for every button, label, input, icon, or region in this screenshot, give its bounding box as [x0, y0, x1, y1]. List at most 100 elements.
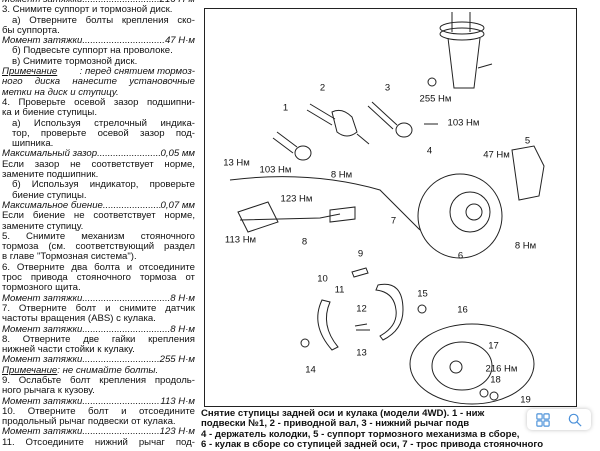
torque-spec-line: Момент затяжки8 Н·м	[2, 323, 195, 335]
figure-caption: Снятие ступицы задней оси и кулака (моде…	[201, 409, 600, 451]
spec-value: 8 Н·м	[170, 292, 195, 304]
part-number-callout: 19	[520, 394, 531, 405]
text-line: замените подшипник.	[2, 170, 99, 181]
torque-callout: 8 Нм	[514, 240, 537, 251]
text-line: биение ступицы.	[12, 190, 87, 201]
spec-label: Момент затяжки	[2, 35, 83, 47]
spec-value: 113 Н·м	[160, 395, 195, 407]
torque-callout: 47 Нм	[483, 149, 510, 160]
dot-leader	[82, 325, 170, 335]
part-number-callout: 15	[417, 288, 428, 299]
dot-leader	[82, 427, 159, 437]
dot-leader	[103, 201, 161, 211]
part-number-callout: 8	[301, 236, 308, 247]
caption-line: Снятие ступицы задней оси и кулака (моде…	[201, 409, 485, 419]
floating-toolbar	[527, 409, 591, 430]
dot-leader	[82, 294, 170, 304]
part-number-callout: 4	[426, 145, 433, 156]
spec-label: Момент затяжки	[2, 0, 82, 5]
torque-spec-line: Момент затяжки 113 Н·м	[2, 395, 195, 407]
text-line: 3. Снимите суппорт и тормозной диск.	[2, 5, 173, 16]
instruction-text-column: Момент затяжки 216 Н·м3. Снимите суппорт …	[2, 0, 195, 448]
part-number-callout: 13	[356, 347, 367, 358]
caption-line: подвески №1, 2 - приводной вал, 3 - нижн…	[201, 419, 470, 430]
text-line: метки на диск и ступицу.	[2, 87, 119, 98]
text-line: ка и биение ступицы.	[2, 108, 97, 119]
part-number-callout: 16	[457, 304, 468, 315]
part-number-callout: 2	[319, 82, 326, 93]
torque-callout: 103 Нм	[447, 117, 480, 128]
torque-callout: 8 Нм	[330, 169, 353, 180]
spec-value: 0,05 мм	[160, 148, 196, 160]
spec-label: Момент затяжки	[2, 323, 83, 335]
torque-callout: 113 Нм	[224, 234, 257, 245]
dot-leader	[97, 149, 160, 159]
dot-leader	[82, 355, 159, 365]
torque-callout: 13 Нм	[223, 157, 250, 168]
torque-spec-line: Момент затяжки 47 Н·м	[2, 35, 195, 47]
part-number-callout: 9	[357, 248, 364, 259]
spec-label: Максимальное биение	[2, 199, 103, 211]
note-label: Примечание	[2, 67, 58, 78]
brake-disc-drawing	[409, 323, 534, 404]
part-number-callout: 11	[334, 284, 345, 295]
text-line: частоты вращения (ABS) с кулака.	[2, 314, 156, 325]
search-icon[interactable]	[566, 411, 584, 429]
spec-label: Момент затяжки	[2, 426, 83, 438]
text-line: б) Подвесьте суппорт на проволоке.	[12, 46, 173, 57]
note-line: Примечание: не снимайте болты.	[2, 365, 159, 376]
torque-spec-line: Максимальный зазор 0,05 мм	[2, 148, 196, 160]
text-line: в) Снимите тормозной диск.	[12, 56, 138, 67]
part-number-callout: 1	[282, 102, 289, 113]
dot-leader	[82, 397, 160, 407]
torque-callout: 255 Нм	[419, 93, 452, 104]
spec-value: 0,07 мм	[160, 199, 196, 211]
grid-icon[interactable]	[534, 411, 552, 429]
strut-drawing	[427, 11, 492, 88]
brake-shoes-drawing	[300, 266, 426, 351]
part-number-callout: 18	[490, 374, 501, 385]
torque-spec-line: Максимальное биение 0,07 мм	[2, 199, 196, 211]
part-number-callout: 3	[384, 82, 391, 93]
knuckle-drawing	[417, 144, 545, 258]
spec-label: Максимальный зазор	[2, 148, 98, 160]
torque-spec-line: Момент затяжки 123 Н·м	[2, 426, 195, 438]
part-number-callout: 17	[488, 340, 499, 351]
text-line: в главе "Тормозная система").	[2, 252, 137, 263]
torque-callout: 103 Нм	[259, 164, 292, 175]
spec-value: 216 Н·м	[160, 0, 195, 5]
part-number-callout: 14	[305, 364, 316, 375]
cable-and-lower-arm	[229, 175, 420, 233]
part-number-callout: 10	[317, 273, 328, 284]
torque-callout: 216 Нм	[485, 363, 518, 374]
spec-value: 255 Н·м	[159, 354, 195, 366]
part-number-callout: 6	[457, 250, 464, 261]
text-line: бы суппорта.	[2, 25, 60, 36]
torque-spec-line: Момент затяжки8 Н·м	[2, 292, 195, 304]
text-line: шипника.	[12, 139, 54, 150]
torque-spec-line: Момент затяжки 255 Н·м	[2, 354, 195, 366]
spec-label: Момент затяжки	[2, 354, 83, 366]
spec-label: Момент затяжки	[2, 395, 83, 407]
text-line: продольный рычаг подвески от кулака.	[2, 417, 176, 428]
spec-value: 123 Н·м	[159, 426, 195, 438]
part-number-callout: 5	[524, 135, 531, 146]
part-number-callout: 7	[390, 215, 397, 226]
spec-value: 47 Н·м	[164, 35, 195, 47]
dot-leader	[82, 36, 165, 46]
torque-spec-line: Момент затяжки 216 Н·м	[2, 0, 195, 5]
part-number-callout: 12	[356, 303, 367, 314]
caption-line: 4 - держатель колодки, 5 - суппорт тормо…	[201, 429, 520, 440]
